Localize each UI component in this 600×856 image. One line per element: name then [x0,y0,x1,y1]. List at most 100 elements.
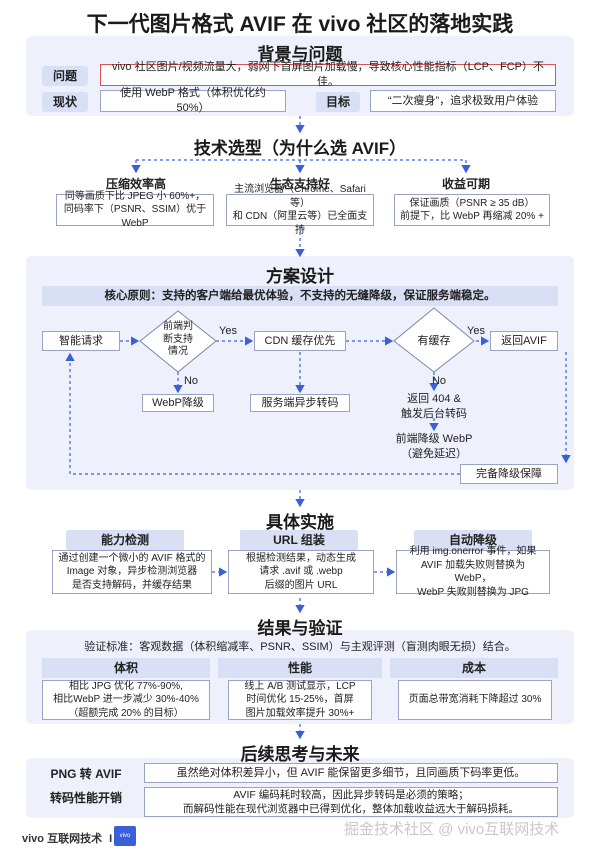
result-text-line: （超额完成 20% 的目标） [68,707,184,719]
section-title-implementation: 具体实施 [266,513,334,532]
transcode-cost-line: 而解码性能在现代浏览器中已得到优化，整体加载收益远大于解码损耗。 [183,803,519,815]
result-box-size: 相比 JPG 优化 77%-90%, 相比WebP 进一步减少 30%-40% … [42,680,210,720]
selection-text-line: 保证画质（PSNR ≥ 35 dB） [409,197,535,209]
selection-text-line: 前提下，比 WebP 再缩减 20% + [400,211,544,222]
impl-text-line: 利用 img.onerror 事件，如果 [409,546,537,557]
result-head-cost: 成本 [390,658,558,678]
impl-text-line: Image 对象，异步检测浏览器 [66,566,198,578]
server-async-text: 服务端异步转码 [261,396,339,409]
return-404-line: 返回 404 & [407,393,461,405]
section-title-results: 结果与验证 [257,619,343,638]
selection-head-benefit: 收益可期 [441,177,490,191]
yes-label-1: Yes [219,325,237,337]
result-head-size: 体积 [42,658,210,678]
impl-box-url: 根据检测结果，动态生成 请求 .avif 或 .webp 后缀的图片 URL [228,550,374,594]
cdn-cache-text: CDN 缓存优先 [264,334,336,347]
section-title-background: 背景与问题 [257,45,343,64]
goal-text: “二次瘦身”，追求极致用户体验 [387,94,539,107]
section-title-selection: 技术选型（为什么选 AVIF） [193,139,407,158]
selection-head-compression: 压缩效率高 [105,177,166,191]
footer-brand: vivo 互联网技术 I [22,830,112,846]
status-box: 使用 WebP 格式（体积优化约 50%） [100,87,286,114]
result-box-performance: 线上 A/B 测试显示，LCP 时间优化 15-25%，首屏 图片加载效率提升 … [228,680,372,720]
result-text-line: 线上 A/B 测试显示，LCP [244,680,356,692]
yes-label-2: Yes [467,325,485,337]
transcode-cost-label: 转码性能开销 [49,791,122,805]
vivo-logo: vivo [114,826,136,846]
front-fallback-text: 前端降级 WebP （避免延迟） [384,432,484,462]
result-box-cost: 页面总带宽消耗下降超过 30% [398,680,552,720]
webp-fallback-box: WebP降级 [142,394,214,412]
full-fallback-box: 完备降级保障 [460,464,558,484]
selection-box-compression: 同等画质下比 JPEG 小 60%+， 同码率下（PSNR、SSIM）优于 We… [56,191,214,229]
png-avif-label: PNG 转 AVIF [50,767,122,781]
front-judge-text: 前端判 断支持 情况 [148,321,208,359]
cdn-cache-box: CDN 缓存优先 [254,331,346,351]
result-head-performance: 性能 [218,658,382,678]
problem-text: vivo 社区图片/视频流量大，弱网下首屏图片加载慢，导致核心性能指标（LCP、… [111,61,545,88]
impl-text-line: 根据检测结果，动态生成 [246,552,356,564]
watermark: 掘金技术社区 @ vivo互联网技术 [344,821,560,838]
selection-head-ecosystem: 生态支持好 [269,177,330,191]
selection-text-line: 和 CDN（阿里云等）已全面支持 [232,211,368,236]
footer-brand-text: vivo 互联网技术 [22,833,103,845]
smart-request-text: 智能请求 [59,334,103,347]
server-async-box: 服务端异步转码 [250,394,350,412]
front-judge-line: 前端判 [163,321,193,332]
section-title-future: 后续思考与未来 [240,745,360,764]
decision-diamond-front [139,310,217,373]
front-fallback-line: 前端降级 WebP [395,433,473,445]
result-text-line: 相比 JPG 优化 77%-90%, [69,680,183,692]
result-text-line: 页面总带宽消耗下降超过 30% [408,694,542,706]
front-judge-line: 情况 [168,346,188,357]
transcode-cost-box: AVIF 编码耗时较高，因此异步转码是必须的策略； 而解码性能在现代浏览器中已得… [144,787,558,817]
front-judge-line: 断支持 [163,333,193,345]
front-fallback-line: （避免延迟） [401,447,467,460]
impl-box-detect: 通过创建一个微小的 AVIF 格式的 Image 对象，异步检测浏览器 是否支持… [52,550,212,594]
selection-box-benefit: 保证画质（PSNR ≥ 35 dB） 前提下，比 WebP 再缩减 20% + [394,194,550,226]
decision-diamond-cache [393,307,475,373]
footer-separator: I [109,833,113,845]
impl-text-line: WebP 失败则替换为 JPG [417,586,529,598]
problem-box: vivo 社区图片/视频流量大，弱网下首屏图片加载慢，导致核心性能指标（LCP、… [100,61,556,88]
page-title: 下一代图片格式 AVIF 在 vivo 社区的落地实践 [86,13,514,36]
no-label-1: No [183,375,199,387]
logo-text: vivo [119,833,131,839]
selection-text-line: 同等画质下比 JPEG 小 60%+， [64,190,206,202]
section-title-design: 方案设计 [266,267,334,286]
impl-text-line: 是否支持解码，并缓存结果 [72,579,192,591]
return-avif-text: 返回AVIF [501,334,547,347]
verification-standard: 验证标准：客观数据（体积缩减率、PSNR、SSIM）与主观评测（盲测肉眼无损）结… [84,641,516,653]
impl-box-fallback: 利用 img.onerror 事件，如果 AVIF 加载失败则替换为 WebP，… [396,546,550,598]
problem-label: 问题 [42,66,88,86]
impl-head-url: URL 组装 [240,530,358,550]
goal-box: “二次瘦身”，追求极致用户体验 [370,90,556,112]
selection-text-line: 同码率下（PSNR、SSIM）优于 WebP [63,204,207,229]
impl-head-detect: 能力检测 [66,530,184,550]
status-text: 使用 WebP 格式（体积优化约 50%） [120,87,266,114]
transcode-cost-line: AVIF 编码耗时较高，因此异步转码是必须的策略； [233,788,469,801]
impl-text-line: 后缀的图片 URL [264,579,338,591]
impl-text-line: 通过创建一个微小的 AVIF 格式的 [58,552,206,564]
design-principle: 核心原则：支持的客户端给最优体验，不支持的无缝降级，保证服务端稳定。 [42,286,558,306]
goal-label: 目标 [316,92,360,112]
smart-request-box: 智能请求 [42,331,120,351]
status-label: 现状 [42,92,88,112]
full-fallback-text: 完备降级保障 [476,467,542,480]
selection-box-ecosystem: 主流浏览器（Chrome、Safari等） 和 CDN（阿里云等）已全面支持 [226,184,374,236]
no-label-2: No [431,375,447,387]
result-text-line: 相比WebP 进一步减少 30%-40% [53,694,199,706]
png-avif-box: 虽然绝对体积差异小，但 AVIF 能保留更多细节，且同画质下码率更低。 [144,763,558,783]
impl-head-fallback: 自动降级 [414,530,532,550]
return-avif-box: 返回AVIF [490,331,558,351]
png-avif-text: 虽然绝对体积差异小，但 AVIF 能保留更多细节，且同画质下码率更低。 [176,766,526,779]
selection-text-line: 主流浏览器（Chrome、Safari等） [234,184,366,209]
impl-text-line: 请求 .avif 或 .webp [259,566,343,578]
return-404-line: 触发后台转码 [401,407,467,420]
result-text-line: 时间优化 15-25%，首屏 [246,694,354,706]
impl-text-line: AVIF 加载失败则替换为 WebP， [420,559,526,585]
return-404-text: 返回 404 & 触发后台转码 [384,392,484,422]
webp-fallback-text: WebP降级 [152,396,204,409]
result-text-line: 图片加载效率提升 30%+ [245,707,355,719]
